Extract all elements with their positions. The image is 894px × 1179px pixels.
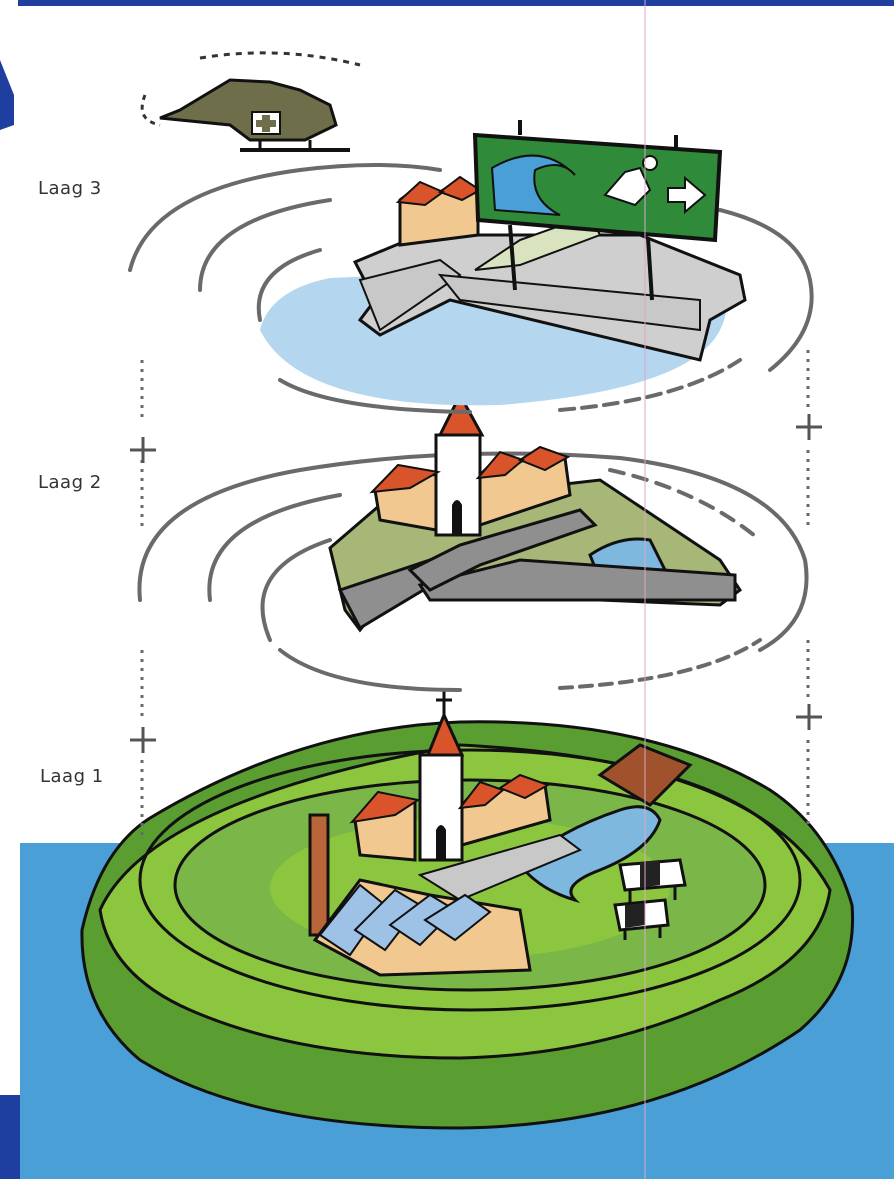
layer-3-platform [260,215,745,405]
helicopter-icon [142,53,360,150]
top-frame-bar [0,0,894,6]
church-icon [420,690,462,860]
left-frame-bottom-accent [0,1095,20,1179]
houses-layer-3 [398,177,480,245]
left-frame-bar [0,0,18,1179]
